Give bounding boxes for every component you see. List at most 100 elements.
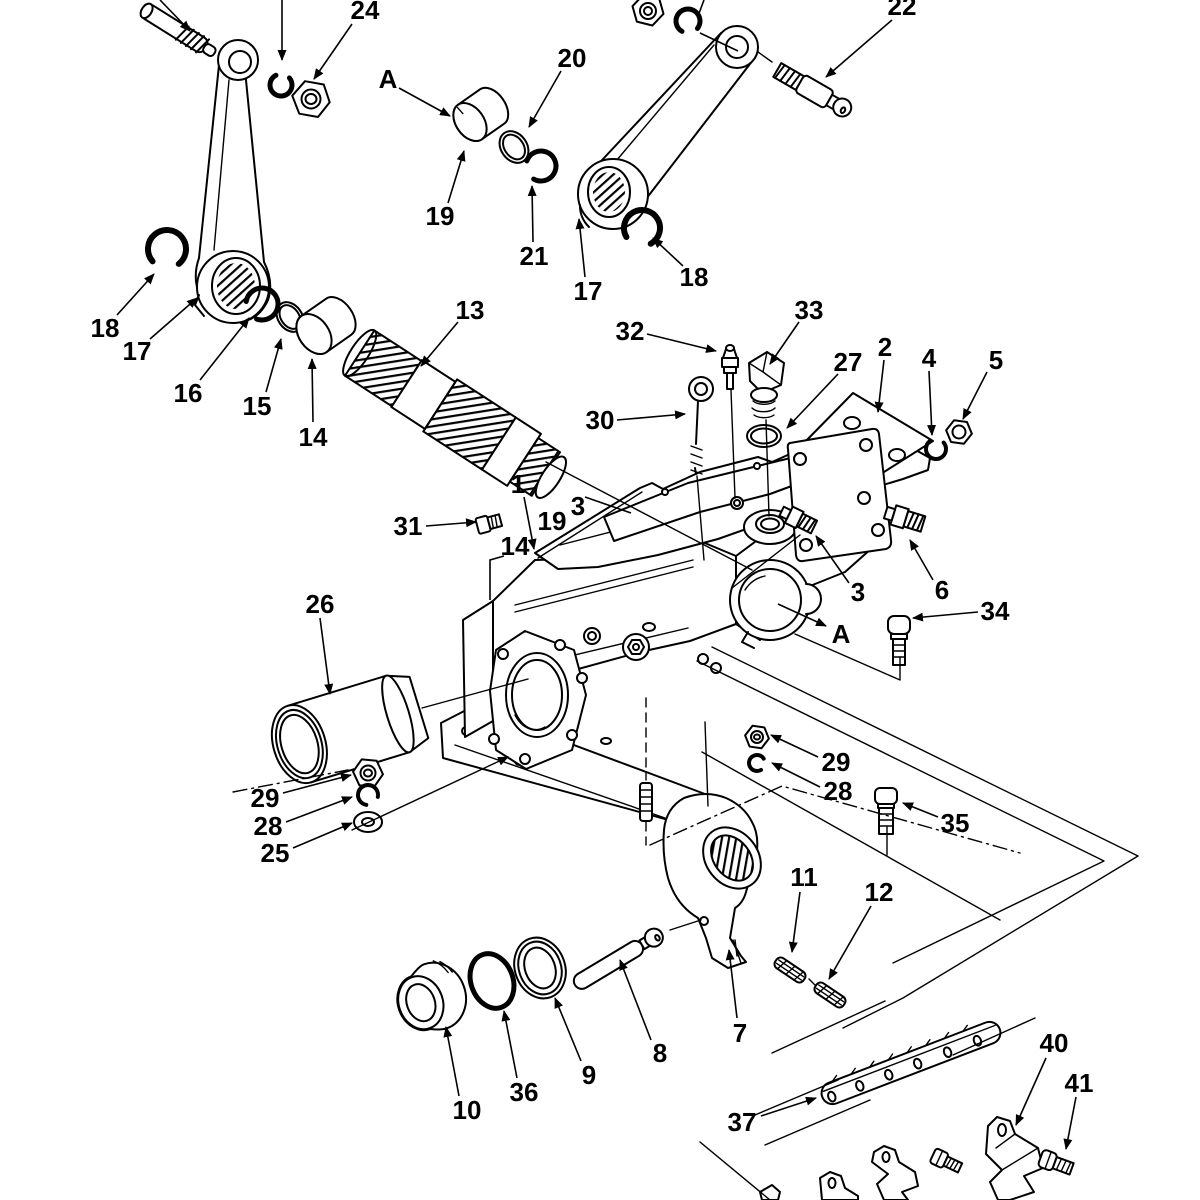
seal-9 bbox=[513, 936, 567, 1000]
leader-35 bbox=[902, 802, 939, 818]
leader-40 bbox=[1015, 1057, 1047, 1126]
leader-A bbox=[777, 603, 827, 627]
leader-26 bbox=[319, 617, 334, 695]
callout-16: 16 bbox=[174, 378, 203, 408]
support-bar-37 bbox=[820, 1020, 1002, 1106]
callout-15: 15 bbox=[243, 391, 272, 421]
callout-12: 12 bbox=[865, 877, 894, 907]
leader-29 bbox=[282, 773, 352, 794]
leader-19 bbox=[447, 150, 466, 204]
lift-arm-right bbox=[577, 25, 773, 230]
leader-A bbox=[398, 87, 451, 117]
callout-24: 24 bbox=[351, 0, 380, 25]
callout-28: 28 bbox=[824, 776, 853, 806]
callout-3: 3 bbox=[851, 577, 865, 607]
cross-shaft-13 bbox=[342, 328, 567, 499]
leader-16 bbox=[199, 317, 250, 381]
callout-A: A bbox=[379, 64, 398, 94]
callout-22: 22 bbox=[888, 0, 917, 21]
bushing-14 bbox=[295, 296, 357, 355]
callout-8: 8 bbox=[653, 1038, 667, 1068]
leader-34 bbox=[912, 611, 979, 622]
leader-30 bbox=[616, 410, 686, 421]
grease-fitting-32 bbox=[721, 344, 739, 499]
washer-top-left bbox=[267, 71, 295, 99]
stud bbox=[639, 782, 653, 822]
leader-27 bbox=[786, 373, 839, 429]
callout-26: 26 bbox=[306, 589, 335, 619]
callout-36: 36 bbox=[510, 1077, 539, 1107]
o-ring-20 bbox=[498, 130, 530, 164]
callout-9: 9 bbox=[582, 1060, 596, 1090]
leader-1 bbox=[523, 496, 537, 550]
nut-29-center bbox=[744, 724, 770, 750]
leader-32 bbox=[646, 333, 717, 353]
leader-14 bbox=[489, 555, 505, 600]
callout-37: 37 bbox=[728, 1107, 757, 1137]
nut-24 bbox=[291, 80, 331, 118]
plug-31 bbox=[474, 513, 504, 535]
leader-37 bbox=[760, 1096, 817, 1117]
callout-A: A bbox=[832, 619, 851, 649]
nut-top-center bbox=[631, 0, 665, 27]
leader-18 bbox=[652, 237, 684, 267]
leader-28 bbox=[285, 796, 353, 823]
dipstick-30 bbox=[688, 376, 714, 561]
snap-ring-18-left bbox=[145, 227, 189, 271]
fitting-3 bbox=[778, 505, 819, 535]
snap-ring-21 bbox=[523, 148, 559, 184]
bolt-41-right bbox=[1037, 1149, 1075, 1176]
bolt-35 bbox=[874, 787, 898, 835]
nut-5 bbox=[945, 419, 973, 445]
leader-21 bbox=[527, 185, 537, 243]
leader-15 bbox=[265, 338, 283, 393]
leader-25 bbox=[292, 822, 353, 849]
callout-21: 21 bbox=[520, 241, 549, 271]
bolt-41-left bbox=[929, 1147, 964, 1174]
leader-20 bbox=[528, 70, 562, 128]
callout-18: 18 bbox=[680, 262, 709, 292]
callout-28: 28 bbox=[254, 811, 283, 841]
bushing-19 bbox=[452, 86, 510, 142]
snap-ring-top-center bbox=[673, 6, 703, 36]
callout-32: 32 bbox=[616, 316, 645, 346]
callout-7: 7 bbox=[733, 1018, 747, 1048]
callout-14: 14 bbox=[299, 422, 328, 452]
callout-29: 29 bbox=[251, 783, 280, 813]
callout-40: 40 bbox=[1040, 1028, 1069, 1058]
leader-17 bbox=[575, 218, 586, 278]
callout-1: 1 bbox=[511, 469, 525, 499]
leader-29 bbox=[770, 734, 819, 758]
leader-9 bbox=[554, 997, 582, 1062]
callout-11: 11 bbox=[790, 862, 818, 892]
callout-2: 2 bbox=[878, 332, 892, 362]
callout-19: 19 bbox=[538, 506, 567, 536]
leader-4 bbox=[927, 370, 937, 436]
nut-29-left bbox=[352, 758, 384, 788]
leader-41 bbox=[1063, 1096, 1077, 1150]
fitting-6 bbox=[882, 504, 927, 533]
o-ring-27 bbox=[746, 424, 782, 448]
rocker-arm-7 bbox=[662, 793, 762, 969]
callout-27: 27 bbox=[834, 347, 863, 377]
bracket-40-middle bbox=[871, 1145, 919, 1200]
callout-6: 6 bbox=[935, 575, 949, 605]
callout-25: 25 bbox=[261, 838, 290, 868]
lock-washer-28-center bbox=[747, 753, 767, 773]
callout-20: 20 bbox=[558, 43, 587, 73]
leader-14 bbox=[307, 358, 317, 423]
leader-2 bbox=[874, 359, 885, 413]
lock-washer-4 bbox=[924, 437, 948, 461]
bracket-40-small bbox=[819, 1171, 859, 1200]
leader-33 bbox=[769, 321, 800, 365]
callout-30: 30 bbox=[586, 405, 615, 435]
callout-19: 19 bbox=[426, 201, 455, 231]
leader-3 bbox=[584, 496, 632, 514]
leader-22 bbox=[825, 19, 893, 78]
roll-pin-11 bbox=[773, 956, 807, 984]
piston-pin-8 bbox=[572, 927, 664, 990]
callout-13: 13 bbox=[456, 295, 485, 325]
